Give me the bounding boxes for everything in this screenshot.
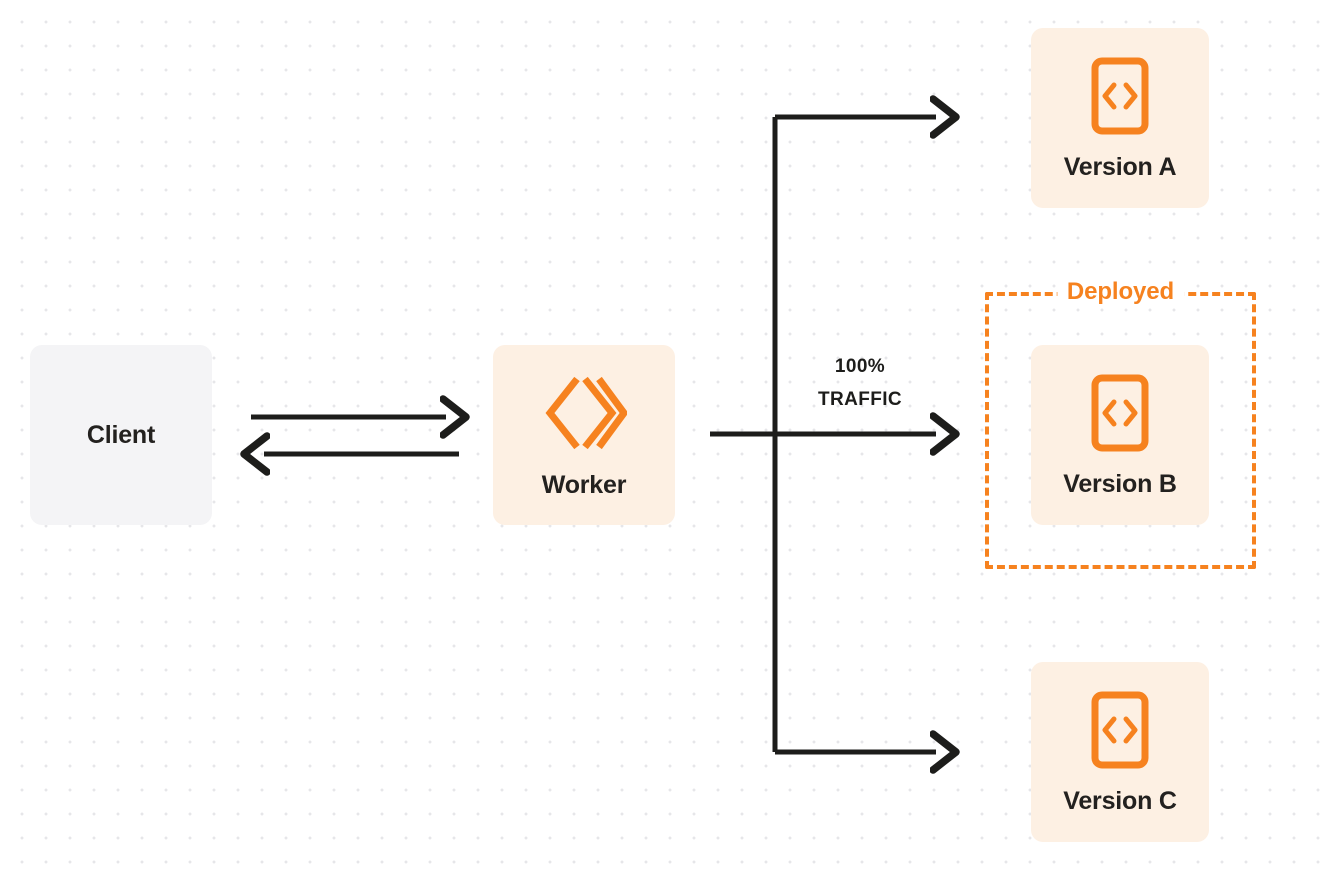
cloudflare-workers-logo-icon	[541, 373, 627, 453]
traffic-percentage-label: 100% TRAFFIC	[790, 350, 930, 417]
code-file-icon	[1091, 691, 1149, 769]
traffic-percent-value: 100%	[834, 356, 886, 377]
node-version-b-label: Version B	[1063, 469, 1177, 498]
node-version-b[interactable]: Version B	[1031, 345, 1209, 525]
node-version-c[interactable]: Version C	[1031, 662, 1209, 842]
code-file-icon	[1091, 374, 1149, 452]
node-client-label: Client	[86, 420, 156, 449]
deployed-group-label: Deployed	[1056, 280, 1185, 304]
traffic-caption: TRAFFIC	[817, 389, 903, 411]
node-version-c-label: Version C	[1063, 786, 1177, 815]
node-version-a-label: Version A	[1063, 152, 1177, 181]
node-client[interactable]: Client	[30, 345, 212, 525]
node-worker-label: Worker	[541, 470, 627, 499]
node-worker[interactable]: Worker	[493, 345, 675, 525]
node-version-a[interactable]: Version A	[1031, 28, 1209, 208]
code-file-icon	[1091, 57, 1149, 135]
deployed-group-boundary: Deployed	[985, 280, 1256, 569]
